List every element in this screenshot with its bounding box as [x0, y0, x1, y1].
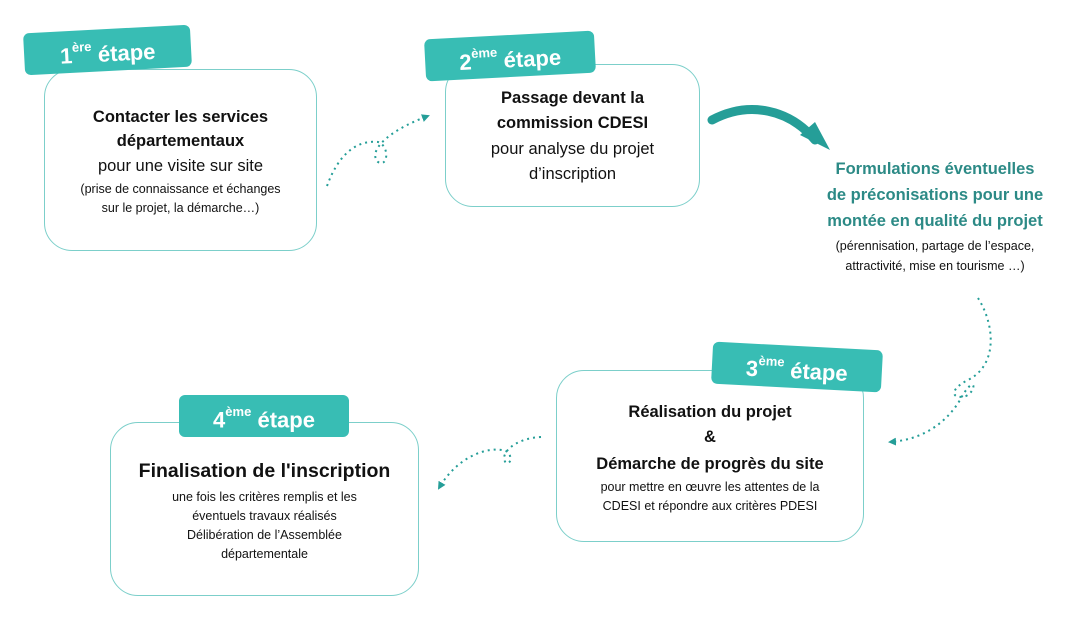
- step3-tag: 3ème étape: [711, 341, 883, 393]
- step4-tag-number: 4: [213, 407, 226, 433]
- step1-note-line2: sur le projet, la démarche…): [101, 201, 260, 215]
- step1-box: Contacter les services départementaux po…: [44, 69, 317, 251]
- step2-box: Passage devant la commission CDESI pour …: [445, 64, 700, 207]
- step2-tag: 2ème étape: [424, 30, 596, 82]
- step1-tag: 1ère étape: [23, 24, 192, 76]
- curved-arrow-step2-to-formulations: [707, 105, 820, 145]
- step4-note-line2: éventuels travaux réalisés: [192, 509, 337, 523]
- dotted-arrow-formulations-to-step3: [888, 297, 992, 446]
- step4-box: Finalisation de l'inscription une fois l…: [110, 422, 419, 596]
- formulations-line2: de préconisations pour une: [826, 186, 1044, 204]
- step2-tag-ordinal: ème: [470, 44, 498, 62]
- formulations-line3: montée en qualité du projet: [827, 212, 1043, 230]
- step1-note-line1: (prise de connaissance et échanges: [80, 182, 281, 196]
- step1-title-line1: Contacter les services: [92, 108, 269, 126]
- formulations-block: Formulations éventuelles de préconisatio…: [790, 160, 1080, 280]
- step3-title-line1: Réalisation du projet: [628, 403, 792, 421]
- curved-arrow-head: [800, 122, 830, 150]
- step3-title-line2: Démarche de progrès du site: [596, 455, 824, 473]
- step3-title-ampersand: &: [704, 428, 716, 446]
- step4-note-line4: départementale: [221, 547, 308, 561]
- dotted-arrow-step3-to-step4: [437, 436, 542, 490]
- formulations-line1: Formulations éventuelles: [835, 160, 1035, 178]
- formulations-note-line2: attractivité, mise en tourisme …): [845, 259, 1025, 273]
- step3-tag-word: étape: [789, 357, 849, 386]
- step4-tag: 4ème étape: [179, 395, 349, 437]
- step2-subtitle-line1: pour analyse du projet: [490, 140, 655, 158]
- step4-tag-word: étape: [257, 407, 315, 433]
- step2-tag-word: étape: [503, 44, 562, 73]
- step3-tag-ordinal: ème: [758, 352, 785, 370]
- step2-title-line2: commission CDESI: [496, 114, 649, 132]
- step1-subtitle: pour une visite sur site: [97, 157, 264, 175]
- step2-subtitle-line2: d’inscription: [528, 165, 617, 183]
- step3-tag-number: 3: [745, 355, 759, 382]
- step3-note-line1: pour mettre en œuvre les attentes de la: [600, 480, 820, 494]
- step4-note-line1: une fois les critères remplis et les: [172, 490, 357, 504]
- dotted-arrow-step1-to-step2: [326, 114, 430, 187]
- step4-note-line3: Délibération de l’Assemblée: [187, 528, 342, 542]
- step3-note-line2: CDESI et répondre aux critères PDESI: [602, 499, 818, 513]
- formulations-note-line1: (pérennisation, partage de l’espace,: [835, 239, 1035, 253]
- step1-tag-word: étape: [97, 38, 156, 67]
- step1-title-line2: départementaux: [116, 132, 245, 150]
- step2-title-line1: Passage devant la: [500, 89, 645, 107]
- step4-tag-ordinal: ème: [225, 404, 252, 419]
- step1-tag-ordinal: ère: [71, 38, 92, 55]
- step3-box: Réalisation du projet & Démarche de prog…: [556, 370, 864, 542]
- step4-title: Finalisation de l'inscription: [138, 460, 391, 482]
